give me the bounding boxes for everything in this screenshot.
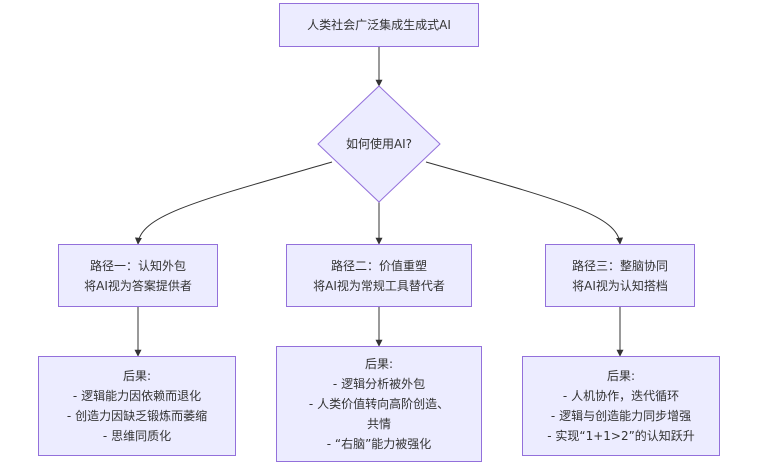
path2-node: 路径二：价值重塑 将AI视为常规工具替代者 [286, 244, 472, 307]
result3-title: 后果: [606, 369, 636, 383]
path1-node: 路径一：认知外包 将AI视为答案提供者 [58, 244, 218, 307]
path2-subtitle: 将AI视为常规工具替代者 [313, 278, 445, 293]
result3-line: - 实现“1+1>2”的认知跃升 [547, 429, 695, 443]
path3-subtitle: 将AI视为认知搭档 [572, 278, 668, 293]
path1-subtitle: 将AI视为答案提供者 [84, 278, 192, 293]
result1-node: 后果: - 逻辑能力因依赖而退化 - 创造力因缺乏锻炼而萎缩 - 思维同质化 [38, 356, 236, 456]
edge-decision-to-path3 [425, 161, 624, 245]
result1-line: - 创造力因缺乏锻炼而萎缩 [66, 409, 208, 423]
result1-line: - 逻辑能力因依赖而退化 [72, 389, 202, 403]
result2-line: - 人类价值转向高阶创造、 [308, 397, 450, 411]
result1-title: 后果: [122, 369, 152, 383]
result3-line: - 人机协作，迭代循环 [562, 389, 680, 403]
decision-text: 如何使用AI? [345, 137, 413, 151]
path3-node: 路径三：整脑协同 将AI视为认知搭档 [545, 244, 695, 307]
result2-line: - 逻辑分析被外包 [332, 377, 426, 391]
decision-diamond [317, 85, 441, 203]
path3-title: 路径三：整脑协同 [571, 258, 668, 273]
start-node-label: 人类社会广泛集成生成式AI [307, 18, 451, 32]
start-node: 人类社会广泛集成生成式AI [279, 3, 479, 47]
result2-line: 共情 [366, 417, 391, 431]
path2-title: 路径二：价值重塑 [330, 258, 427, 273]
decision-label: 如何使用AI? [329, 136, 429, 152]
result2-node: 后果: - 逻辑分析被外包 - 人类价值转向高阶创造、 共情 - “右脑”能力被… [276, 346, 482, 462]
result2-title: 后果: [364, 357, 394, 371]
result3-node: 后果: - 人机协作，迭代循环 - 逻辑与创造能力同步增强 - 实现“1+1>2… [522, 356, 720, 456]
result2-line: - “右脑”能力被强化 [326, 437, 432, 451]
result1-line: - 思维同质化 [102, 429, 172, 443]
edge-decision-to-path1 [134, 161, 333, 245]
result3-line: - 逻辑与创造能力同步增强 [550, 409, 692, 423]
path1-title: 路径一：认知外包 [89, 258, 186, 273]
